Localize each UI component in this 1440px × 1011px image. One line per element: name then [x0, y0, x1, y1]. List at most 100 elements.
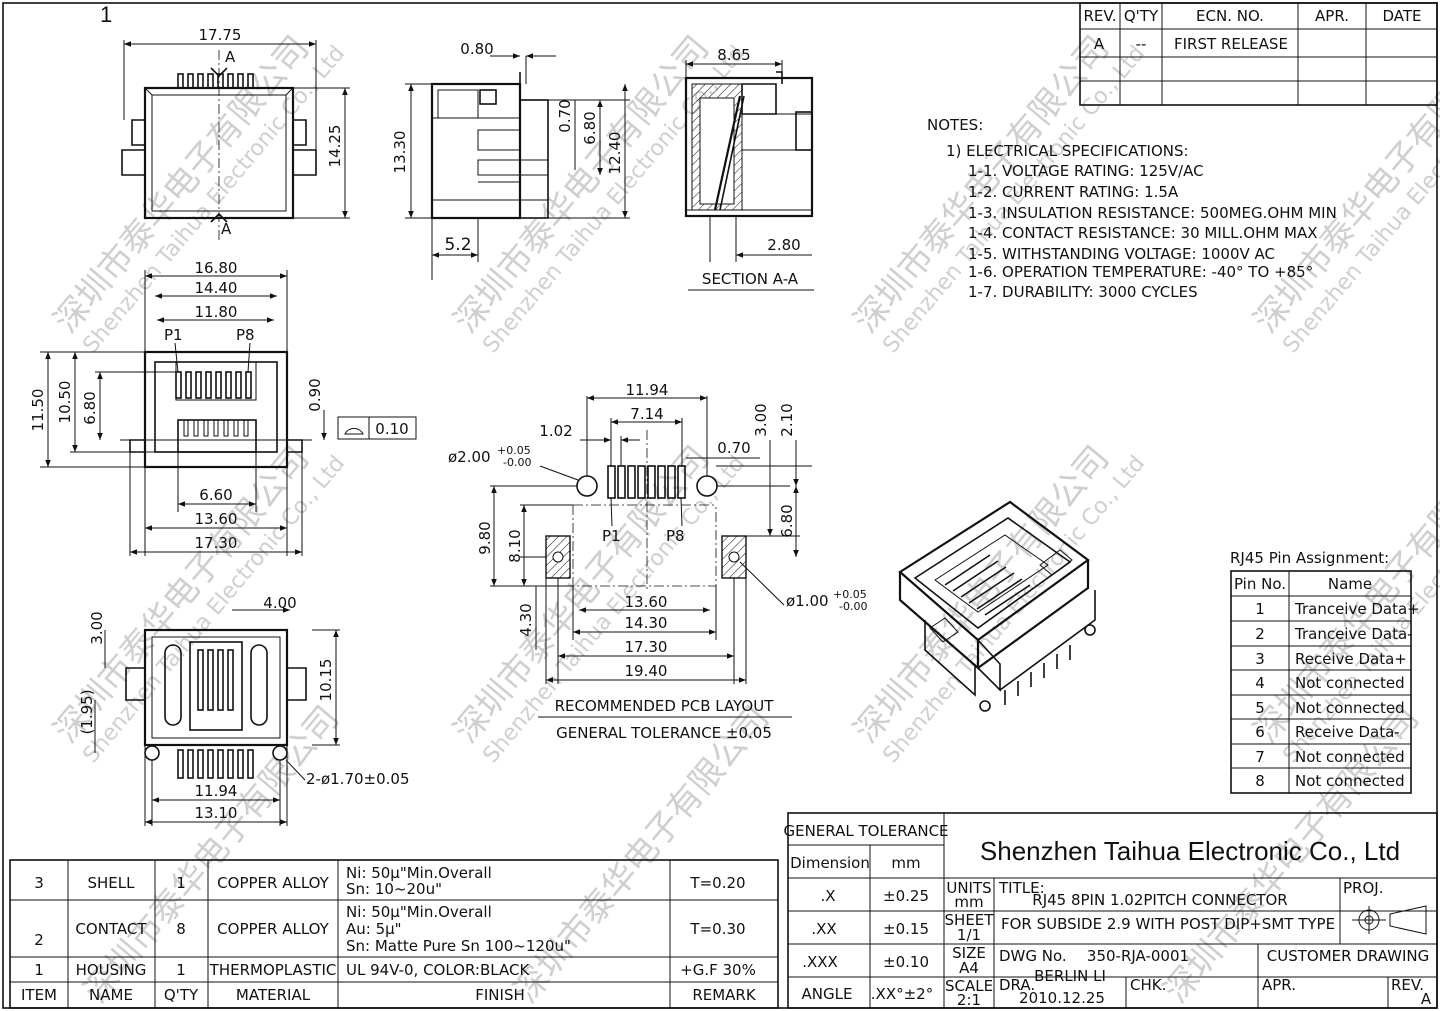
tb-sheet-value: 1/1: [957, 926, 981, 944]
pin-row-no: 8: [1255, 772, 1265, 790]
tb-dwg-label: DWG No.: [999, 947, 1067, 965]
tb-scale-label: SCALE: [945, 977, 993, 995]
dim-side-d1: 0.70: [556, 99, 574, 132]
rev-header-qty: Q'TY: [1124, 7, 1159, 25]
tb-proj-label: PROJ.: [1343, 879, 1383, 897]
front-view: P1 P8 16.80 14.40 11.80 11.50 10.50 6.80…: [29, 259, 417, 556]
bom-material: COPPER ALLOY: [217, 874, 329, 892]
bom-finish-line: UL 94V-0, COLOR:BLACK: [346, 961, 530, 979]
notes-line: 1-3. INSULATION RESISTANCE: 500MEG.OHM M…: [968, 204, 1337, 222]
bom-item: 3: [34, 874, 44, 892]
tb-tol-key: .X: [820, 887, 835, 905]
tb-unit-label: mm: [891, 854, 920, 872]
tb-tol-key: .XXX: [802, 953, 838, 971]
dim-front-w2: 14.40: [195, 279, 238, 297]
bom-remark: T=0.20: [689, 874, 745, 892]
dim-pcb-w1: 11.94: [626, 381, 669, 399]
tb-title-line2: FOR SUBSIDE 2.9 WITH POST DIP+SMT TYPE: [1001, 915, 1335, 933]
bom-header-material: MATERIAL: [236, 986, 311, 1004]
bom-finish-line: Ni: 50μ"Min.Overall: [346, 864, 492, 882]
connector-3d-view: [898, 500, 1096, 712]
bom-qty: 1: [176, 874, 186, 892]
dim-pcb-hole-main-minus: -0.00: [503, 456, 531, 469]
tb-tol-value: .XX°±2°: [871, 985, 933, 1003]
pin-row-name: Receive Data-: [1295, 723, 1400, 741]
tb-chk-label: CHK.: [1130, 976, 1166, 994]
cut-marker-top: A: [225, 48, 236, 66]
pcb-layout-view: P1 P8 11.94 7.14 1.02 ø2.00 +0.05 -0.00 …: [448, 381, 867, 742]
tb-title-label: TITLE:: [998, 879, 1045, 897]
bottom-view: 4.00 3.00 10.15 (1.95) 2-ø1.70±0.05 11.9…: [78, 594, 410, 826]
dim-pcb-pitch: 1.02: [539, 422, 572, 440]
dim-pcb-d4: 6.80: [778, 504, 796, 537]
tb-tol-value: ±0.15: [883, 920, 929, 938]
pcb-pin-p8: P8: [666, 527, 685, 545]
dim-top-width: 17.75: [199, 26, 242, 44]
tb-dwg-value: 350-RJA-0001: [1087, 947, 1189, 965]
tb-tol-key: .XX: [811, 920, 836, 938]
dim-pcb-hole-post-minus: -0.00: [839, 600, 867, 613]
dim-pcb-hole-post-plus: +0.05: [833, 588, 867, 601]
side-view: 0.80 13.30 0.70 6.80 12.40 5.2: [391, 40, 630, 280]
dim-pcb-w3: 13.60: [625, 593, 668, 611]
pin-header-name: Name: [1328, 575, 1372, 593]
dim-pcb-w2: 7.14: [630, 405, 663, 423]
dim-side-tab: 0.80: [460, 40, 493, 58]
notes-line: 1-1. VOLTAGE RATING: 125V/AC: [968, 162, 1204, 180]
bom-header-qty: Q'TY: [164, 986, 199, 1004]
tb-rev-label: REV.: [1391, 976, 1424, 994]
front-pin-p1: P1: [164, 326, 183, 344]
bom-name: SHELL: [88, 874, 136, 892]
tb-units-value: mm: [954, 893, 983, 911]
bom-qty: 8: [176, 920, 186, 938]
notes-title: NOTES:: [927, 116, 983, 134]
watermark-en: Shenzhen Taihua Electronic Co., Ltd: [878, 451, 1150, 768]
dim-pcb-d2: 3.00: [752, 403, 770, 436]
notes-line: 1-7. DURABILITY: 3000 CYCLES: [968, 283, 1198, 301]
pin-row-name: Tranceive Data+: [1294, 600, 1420, 618]
pin-row-no: 2: [1255, 625, 1265, 643]
pin-header-no: Pin No.: [1234, 575, 1286, 593]
rev-row-rev: A: [1094, 35, 1105, 53]
bom-qty: 1: [176, 961, 186, 979]
notes-line: 1-2. CURRENT RATING: 1.5A: [968, 183, 1179, 201]
tb-sheet-label: SHEET: [945, 911, 995, 929]
tb-general-tolerance: GENERAL TOLERANCE: [783, 822, 948, 840]
bom-finish-line: Sn: Matte Pure Sn 100~120u": [346, 937, 571, 955]
dim-top-height: 14.25: [326, 125, 344, 168]
bom-table: 3 SHELL 1 COPPER ALLOY Ni: 50μ"Min.Overa…: [9, 859, 779, 1009]
tb-dra-value: BERLIN LI: [1034, 967, 1106, 985]
dim-pcb-hole-main: ø2.00: [448, 448, 491, 466]
dim-pcb-w4: 14.30: [625, 614, 668, 632]
tb-scale-value: 2:1: [957, 991, 981, 1009]
dim-bottom-holes: 2-ø1.70±0.05: [306, 770, 410, 788]
projection-symbol-icon: [1352, 905, 1427, 935]
section-label: SECTION A-A: [702, 270, 799, 288]
dim-side-d3: 12.40: [606, 132, 624, 175]
dim-side-height: 13.30: [391, 131, 409, 174]
title-block: GENERAL TOLERANCE Dimension mm .X ±0.25 …: [783, 812, 1438, 1009]
dim-pcb-h2: 8.10: [506, 529, 524, 562]
dim-pcb-d3: 2.10: [778, 403, 796, 436]
bom-header-remark: REMARK: [692, 986, 757, 1004]
bom-header-item: ITEM: [21, 986, 57, 1004]
rev-header-apr: APR.: [1315, 7, 1349, 25]
tb-tol-key: ANGLE: [802, 985, 853, 1003]
tb-dra-label: DRA.: [999, 976, 1035, 994]
pcb-pin-p1: P1: [602, 527, 621, 545]
notes-line: 1-4. CONTACT RESISTANCE: 30 MILL.OHM MAX: [968, 224, 1318, 242]
pin-row-name: Tranceive Data-: [1294, 625, 1413, 643]
dim-front-w6: 17.30: [195, 534, 238, 552]
dim-side-bottom: 5.2: [444, 235, 471, 255]
dim-side-d2: 6.80: [581, 111, 599, 144]
watermark-cn: 深圳市泰华电子有限公司: [446, 29, 717, 341]
revision-table: REV. Q'TY ECN. NO. APR. DATE A -- FIRST …: [1079, 2, 1438, 106]
dim-bottom-w1: 11.94: [195, 782, 238, 800]
bom-remark: +G.F 30%: [680, 961, 756, 979]
rev-header-rev: REV.: [1084, 7, 1117, 25]
bom-finish-line: Sn: 10~20u": [346, 880, 442, 898]
bom-material: COPPER ALLOY: [217, 920, 329, 938]
dim-bottom-d2: 3.00: [88, 611, 106, 644]
bom-name: HOUSING: [76, 961, 147, 979]
pin-row-name: Not connected: [1295, 674, 1405, 692]
